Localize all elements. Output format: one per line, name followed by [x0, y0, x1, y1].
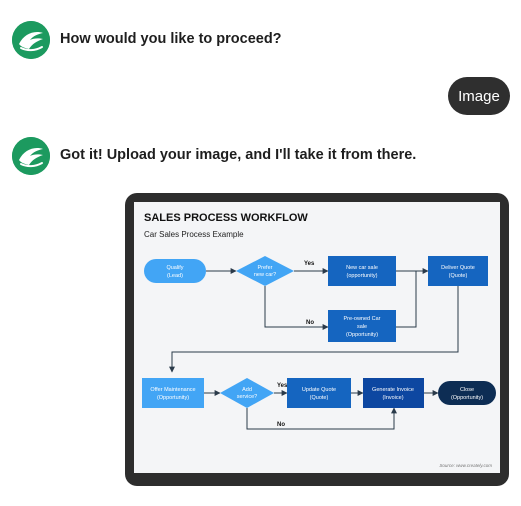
user-message-bubble: Image [448, 77, 510, 115]
edge-label-yes: Yes [304, 261, 315, 267]
node-close [438, 381, 496, 405]
diagram-title: SALES PROCESS WORKFLOW [144, 212, 308, 224]
svg-text:Qualify: Qualify [166, 265, 183, 271]
assistant-message: Got it! Upload your image, and I'll take… [60, 147, 417, 163]
svg-text:(Invoice): (Invoice) [382, 395, 403, 401]
diagram-subtitle: Car Sales Process Example [144, 230, 244, 239]
node-new-car-sale [328, 256, 396, 286]
assistant-message: How would you like to proceed? [60, 31, 282, 47]
edge-label-no: No [306, 320, 314, 326]
node-deliver-quote [428, 256, 488, 286]
node-update-quote [287, 378, 351, 408]
edge-label-yes: Yes [277, 383, 288, 389]
svg-text:(opportunity): (opportunity) [347, 273, 378, 279]
workflow-diagram-image: SALES PROCESS WORKFLOW Car Sales Process… [134, 202, 500, 473]
uploaded-image-card[interactable]: SALES PROCESS WORKFLOW Car Sales Process… [125, 193, 509, 486]
diagram-source: Source: www.creately.com [439, 463, 492, 468]
svg-text:Deliver Quote: Deliver Quote [441, 265, 475, 271]
svg-text:new car?: new car? [254, 272, 276, 278]
node-preowned-car-sale [328, 310, 396, 342]
assistant-avatar [12, 21, 50, 59]
svg-text:New car sale: New car sale [346, 265, 378, 271]
svg-text:service?: service? [237, 394, 257, 400]
svg-text:(Opportunity): (Opportunity) [451, 395, 483, 401]
svg-text:(Opportunity): (Opportunity) [157, 395, 189, 401]
svg-text:Offer Maintenance: Offer Maintenance [150, 387, 195, 393]
svg-text:Close: Close [460, 387, 474, 393]
assistant-avatar [12, 137, 50, 175]
assistant-logo-icon [12, 21, 50, 59]
svg-text:(Quote): (Quote) [449, 273, 468, 279]
node-generate-invoice [363, 378, 424, 408]
node-offer-maintenance [142, 378, 204, 408]
node-qualify [144, 259, 206, 283]
assistant-logo-icon [12, 137, 50, 175]
svg-text:Generate Invoice: Generate Invoice [372, 387, 414, 393]
svg-text:(Opportunity): (Opportunity) [346, 332, 378, 338]
svg-text:(Quote): (Quote) [310, 395, 329, 401]
node-add-service [220, 378, 274, 408]
svg-text:(Lead): (Lead) [167, 273, 183, 279]
edge-label-no: No [277, 422, 285, 428]
svg-text:Prefer: Prefer [258, 265, 273, 271]
svg-text:sale: sale [357, 324, 367, 330]
svg-text:Update Quote: Update Quote [302, 387, 336, 393]
svg-text:Add: Add [242, 387, 252, 393]
svg-text:Pre-owned Car: Pre-owned Car [344, 316, 381, 322]
node-prefer-new-car [236, 256, 294, 286]
